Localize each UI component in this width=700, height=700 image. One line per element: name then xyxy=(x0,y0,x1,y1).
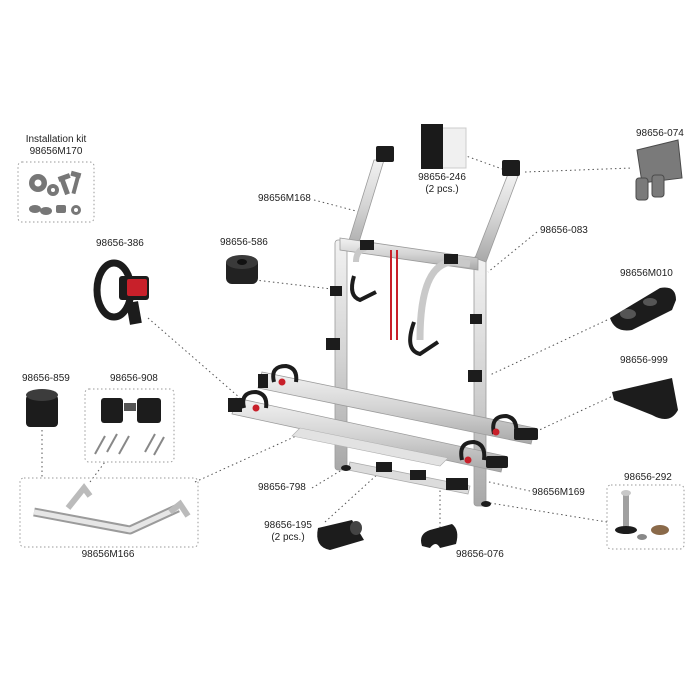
label-98656-586: 98656-586 xyxy=(220,237,268,248)
clamp-586-icon xyxy=(226,255,258,284)
label-98656-292: 98656-292 xyxy=(624,472,672,483)
label-98656M168: 98656M168 xyxy=(258,193,311,204)
part-292-box xyxy=(606,484,685,550)
label-98656-246: 98656-246 xyxy=(418,172,466,183)
bracket-074-icon xyxy=(635,139,683,201)
label-98656-999: 98656-999 xyxy=(620,355,668,366)
part-908-box xyxy=(84,388,175,463)
cap-859-icon xyxy=(26,389,58,427)
label-98656-195-qty: (2 pcs.) xyxy=(271,532,305,543)
clip-076-icon xyxy=(421,524,458,548)
part-M166-box xyxy=(19,477,199,548)
label-98656M166: 98656M166 xyxy=(81,549,135,560)
label-98656M010: 98656M010 xyxy=(620,268,673,279)
clamp-908-icon xyxy=(94,398,165,456)
label-98656-195: 98656-195 xyxy=(264,520,312,531)
rail-M166-icon xyxy=(33,483,191,535)
holder-M010-icon xyxy=(610,287,676,331)
label-98656-074: 98656-074 xyxy=(636,128,684,139)
cap-999-icon xyxy=(612,378,678,419)
label-98656-859: 98656-859 xyxy=(22,373,70,384)
label-98656-386: 98656-386 xyxy=(96,238,144,249)
label-98656-798: 98656-798 xyxy=(258,482,306,493)
installation-kit-box xyxy=(17,161,95,223)
cap-195-icon xyxy=(317,520,364,550)
label-98656-246-qty: (2 pcs.) xyxy=(425,184,459,195)
label-98656-076: 98656-076 xyxy=(456,549,504,560)
label-installation-kit: Installation kit xyxy=(25,134,87,145)
installation-kit-icon xyxy=(29,170,82,215)
strap-386-icon xyxy=(93,259,149,325)
foot-292-icon xyxy=(615,490,669,540)
label-98656M169: 98656M169 xyxy=(532,487,585,498)
bike-rack xyxy=(228,146,538,507)
label-98656-083: 98656-083 xyxy=(540,225,588,236)
leader-lines xyxy=(41,151,633,528)
label-98656M170: 98656M170 xyxy=(29,146,83,157)
label-98656-908: 98656-908 xyxy=(110,373,158,384)
pad-246-icon xyxy=(421,124,467,169)
